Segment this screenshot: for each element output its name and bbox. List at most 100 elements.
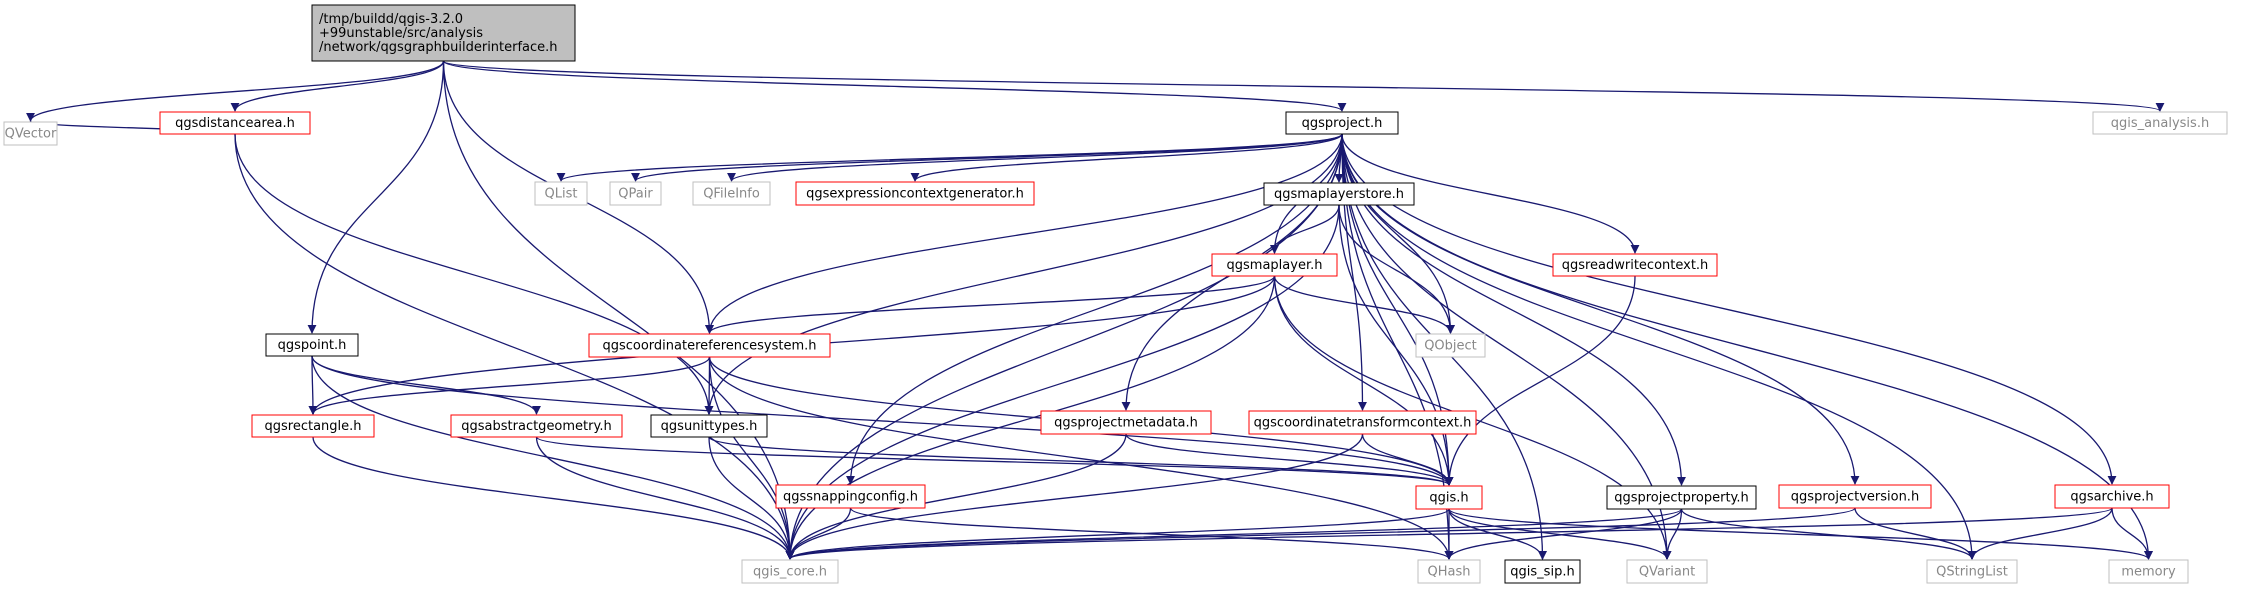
node-qpair[interactable]: QPair [609,181,662,206]
node-qgsprojectproperty-label: qgsprojectproperty.h [1614,491,1749,506]
edge-qgsunittypes-to-qgis_core [708,436,795,560]
edge-root-to-qvector [26,60,445,122]
node-qgspoint[interactable]: qgspoint.h [265,333,359,357]
node-qgspoint-label: qgspoint.h [278,338,347,353]
node-qfileinfo[interactable]: QFileInfo [692,181,771,206]
edge-qgsprojectproperty-to-qvariant [1662,508,1683,560]
node-qgis_core[interactable]: qgis_core.h [741,559,839,584]
node-qgis-label: qgis.h [1429,491,1468,506]
node-qlist[interactable]: QList [534,181,588,206]
node-qgsprojectversion-box [1778,484,1932,509]
node-qgis[interactable]: qgis.h [1415,485,1483,510]
node-qgssnappingconfig-box [775,484,926,509]
node-qgsdistancearea[interactable]: qgsdistancearea.h [159,111,311,135]
edge-qgsproject-to-qgsexprctx [910,133,1343,182]
edge-qgsctctx-to-qgis [1361,433,1454,486]
node-qgsdistancearea-label: qgsdistancearea.h [175,116,295,131]
node-qgsmaplayer[interactable]: qgsmaplayer.h [1211,253,1338,277]
node-qgsprojectversion-label: qgsprojectversion.h [1791,490,1919,505]
node-qgsprojectproperty[interactable]: qgsprojectproperty.h [1606,485,1757,510]
node-qgsprojectversion[interactable]: qgsprojectversion.h [1778,484,1932,509]
node-qgsproject-label: qgsproject.h [1302,116,1383,131]
edge-qgsprojectmetadata-to-qgis [1125,433,1454,486]
edge-qgsprojectmetadata-to-qgis_core [785,433,1127,560]
edge-qgsprojectproperty-to-qstringlist [1680,508,1977,560]
edge-root-to-qgsproject [442,60,1347,112]
edge-qgsproject-to-qfileinfo [727,133,1343,182]
node-qgsabstractgeometry[interactable]: qgsabstractgeometry.h [450,414,623,438]
node-qgscrs[interactable]: qgscoordinatereferencesystem.h [588,333,831,358]
edge-root-to-qgsdistancearea [230,60,445,112]
node-qgis_core-box [741,559,839,584]
edge-qgis-to-qvariant [1448,508,1672,560]
node-qgsreadwritectx[interactable]: qgsreadwritecontext.h [1552,253,1718,277]
node-qgsmaplayerstore[interactable]: qgsmaplayerstore.h [1263,182,1415,206]
node-qvector[interactable]: QVector [3,121,58,146]
edge-qgsarchive-to-qgis_core [785,507,2113,560]
edge-qgsprojectproperty-to-qhash [1444,508,1683,560]
node-qgsrectangle[interactable]: qgsrectangle.h [251,414,375,438]
edge-qgsproject-to-qvariant [1341,133,1672,560]
node-qgsmaplayerstore-label: qgsmaplayerstore.h [1274,187,1404,202]
edge-qgsabstractgeometry-to-qgis_core [535,436,795,560]
edge-qgsproject-to-qgsreadwritectx [1341,133,1640,254]
edge-root-to-qgspoint [307,60,445,334]
edge-qgsmaplayerstore-to-qgis [1338,204,1454,486]
node-qgsmaplayerstore-box [1263,182,1415,206]
node-qlist-label: QList [545,187,578,202]
node-qgsarchive-label: qgsarchive.h [2070,490,2153,505]
node-qgsproject[interactable]: qgsproject.h [1285,111,1399,135]
node-qgsmaplayer-label: qgsmaplayer.h [1227,258,1323,273]
node-qstringlist[interactable]: QStringList [1926,559,2018,584]
node-qgis_analysis[interactable]: qgis_analysis.h [2092,111,2228,135]
edge-qgsdistancearea-to-qgsunittypes [234,133,714,415]
node-qgsprojectproperty-box [1606,485,1757,510]
node-qgsarchive-box [2054,484,2170,509]
node-memory[interactable]: memory [2108,559,2189,584]
edge-qgsprojectproperty-to-qgis_core [785,508,1683,560]
edge-qgis-to-qgis_sip [1448,508,1547,560]
node-qgssnappingconfig[interactable]: qgssnappingconfig.h [775,484,926,509]
edge-qgsdistancearea-to-qgis_core [234,133,795,560]
nodes-layer: /tmp/buildd/qgis-3.2.0+99unstable/src/an… [3,4,2228,584]
edge-qgspoint-to-qgsabstractgeometry [311,355,541,415]
node-qgsreadwritectx-box [1552,253,1718,277]
node-qgsprojectmetadata[interactable]: qgsprojectmetadata.h [1040,410,1212,435]
node-qgsunittypes[interactable]: qgsunittypes.h [650,414,768,438]
edge-qgsprojectversion-to-qstringlist [1854,507,1977,560]
edge-qgsreadwritectx-to-qgis [1444,275,1636,486]
edge-qgsarchive-to-memory [2111,507,2153,560]
edge-qgis-to-memory [1448,508,2153,560]
node-qstringlist-label: QStringList [1936,565,2008,580]
edge-qgsmaplayerstore-to-qgsmaplayer [1270,204,1340,254]
node-qgsrectangle-box [251,414,375,438]
node-qvariant[interactable]: QVariant [1626,559,1708,584]
node-qobject[interactable]: QObject [1415,333,1486,358]
node-qvector-box [3,121,58,146]
node-qgis-box [1415,485,1483,510]
node-qgsabstractgeometry-label: qgsabstractgeometry.h [461,419,611,434]
node-qgspoint-box [265,333,359,357]
node-qgsreadwritectx-label: qgsreadwritecontext.h [1562,258,1709,273]
edge-qgsunittypes-to-qgis [708,436,1454,486]
node-memory-label: memory [2121,565,2176,580]
node-qgis_core-label: qgis_core.h [753,565,827,580]
edge-qgsproject-to-qgscrs [705,133,1343,334]
edge-qgsmaplayer-to-qgscrs [705,275,1276,334]
node-qgsdistancearea-box [159,111,311,135]
node-qgsarchive[interactable]: qgsarchive.h [2054,484,2170,509]
node-qgis_sip[interactable]: qgis_sip.h [1504,559,1581,584]
edge-qgsrectangle-to-qgis_core [312,436,795,560]
node-qgscrs-label: qgscoordinatereferencesystem.h [602,339,816,354]
node-qgsunittypes-box [650,414,768,438]
node-qobject-box [1415,333,1486,358]
node-qgsmaplayer-box [1211,253,1338,277]
node-root[interactable]: /tmp/buildd/qgis-3.2.0+99unstable/src/an… [311,4,576,62]
node-qhash[interactable]: QHash [1417,559,1481,584]
edge-qgsproject-to-qstringlist [1341,133,1977,560]
node-qgsrectangle-label: qgsrectangle.h [264,419,361,434]
node-qgsexprctx[interactable]: qgsexpressioncontextgenerator.h [795,181,1035,206]
node-root-label: /tmp/buildd/qgis-3.2.0 [319,12,463,27]
edge-qgscrs-to-qgsrectangle [308,356,711,415]
node-qgsctctx[interactable]: qgscoordinatetransformcontext.h [1248,410,1477,435]
